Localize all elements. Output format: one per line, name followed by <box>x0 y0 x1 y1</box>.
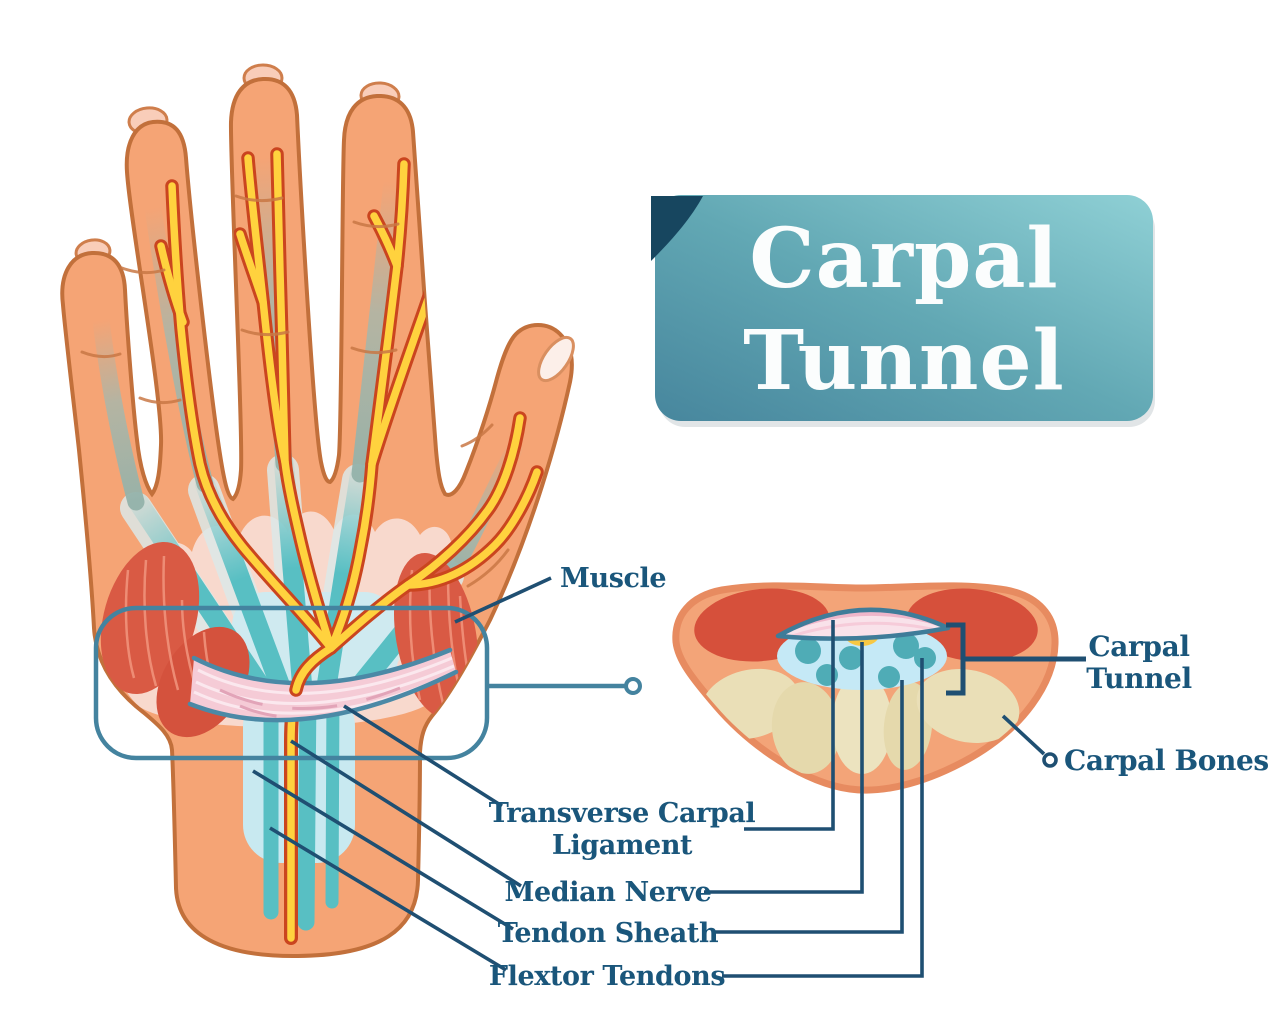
wrist-cross-section <box>676 582 1055 790</box>
ligament-pointer-left <box>343 704 503 808</box>
carpal-tunnel-label-line1: Carpal <box>1088 630 1189 663</box>
thumbnail-icon <box>537 335 575 383</box>
transverse-carpal-ligament <box>187 647 459 723</box>
ligament-pointer-right <box>744 620 835 831</box>
banner-background <box>655 195 1153 421</box>
page-title-line2: Tunnel <box>743 313 1065 409</box>
transverse-carpal-ligament-label-line2: Ligament <box>552 830 693 861</box>
median-nerve-branches <box>154 147 544 697</box>
labels: Muscle Transverse Carpal Ligament Median… <box>489 563 1269 992</box>
carpal-tunnel-bracket <box>946 622 1086 696</box>
flextor-tendons-pointer-right <box>722 658 924 978</box>
hand-illustration <box>60 63 575 959</box>
carpal-tunnel-label-line2: Tunnel <box>1086 662 1191 695</box>
title-banner: Carpal Tunnel <box>651 195 1155 427</box>
median-nerve-trunk <box>284 683 303 945</box>
highlight-connector-dot <box>624 677 642 695</box>
transverse-carpal-ligament-label-line1: Transverse Carpal <box>489 798 756 829</box>
median-nerve-label: Median Nerve <box>505 877 712 908</box>
flextor-tendons-label: Flextor Tendons <box>489 961 726 992</box>
flextor-tendons-pointer-left <box>269 826 507 972</box>
callouts <box>93 576 1086 978</box>
tendon-sheath-pointer-left <box>252 769 514 931</box>
muscle-pointer <box>454 576 552 624</box>
pointer-lines <box>252 576 1046 978</box>
tendon-sheath-pointer-right <box>712 680 904 934</box>
finger-creases <box>80 194 510 588</box>
carpal-bones-pointer-dot <box>1042 752 1058 768</box>
carpal-region-highlight-box <box>93 605 490 761</box>
median-nerve-pointer-left <box>290 739 522 888</box>
banner-fold-icon <box>651 196 703 261</box>
page-title-line1: Carpal <box>749 211 1058 307</box>
carpal-bones-label: Carpal Bones <box>1064 744 1269 777</box>
ligament-section <box>778 610 948 639</box>
carpal-bones-pointer <box>1001 714 1046 756</box>
hand-interior <box>92 147 544 945</box>
muscle-label: Muscle <box>560 563 666 594</box>
tendon-sheath-label: Tendon Sheath <box>498 918 719 949</box>
median-nerve-pointer-right <box>704 642 864 894</box>
